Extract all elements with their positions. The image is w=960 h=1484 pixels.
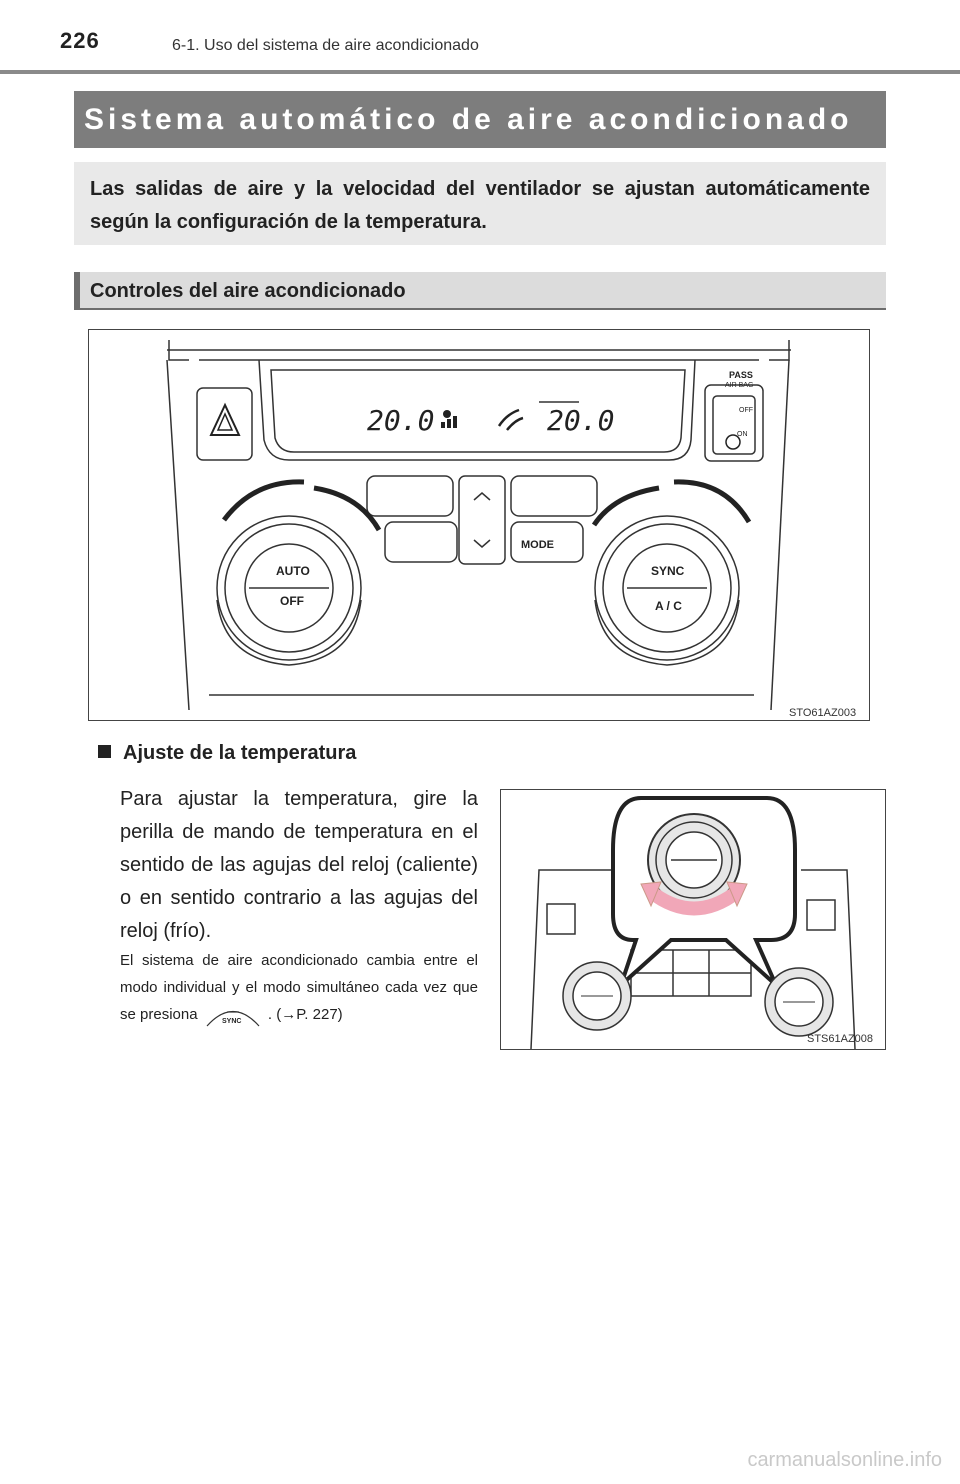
- airbag-off-label: OFF: [739, 407, 753, 414]
- rotation-arrow-icon: [640, 881, 748, 916]
- figure2-code: STS61AZ008: [807, 1033, 873, 1045]
- pass-label: PASS: [729, 370, 753, 380]
- knob-rotation-illustration: STS61AZ008: [530, 796, 873, 1050]
- auto-button-label[interactable]: AUTO: [276, 564, 310, 578]
- sync-note: El sistema de aire acondicionado cambia …: [120, 947, 478, 1028]
- fan-speed-icon: [441, 410, 457, 428]
- sync-note-reference: . (→P. 227): [267, 1006, 343, 1023]
- bullet-square-icon: [98, 745, 111, 758]
- sync-icon-label: SYNC: [222, 1018, 241, 1025]
- watermark: carmanualsonline.info: [747, 1449, 942, 1471]
- left-knob-small: [562, 961, 632, 1031]
- bullet-heading-text: Ajuste de la temperatura: [123, 742, 357, 764]
- figure1-code: STO61AZ003: [789, 707, 856, 719]
- fan-speed-rocker[interactable]: [458, 475, 506, 565]
- mode-button[interactable]: [510, 521, 584, 563]
- ac-button-label[interactable]: A / C: [655, 599, 682, 613]
- airflow-mode-icon: [497, 408, 524, 431]
- knob-rotation-figure: STS61AZ008: [500, 789, 886, 1050]
- section-header: 6-1. Uso del sistema de aire acondiciona…: [172, 37, 479, 54]
- sync-button-label[interactable]: SYNC: [651, 564, 685, 578]
- airbag-on-indicator-icon: [725, 434, 741, 450]
- climate-panel-figure: 20.0 20.0 PASS AIR BAG OFF ON MODE: [88, 329, 870, 721]
- sync-note-text: El sistema de aire acondicionado cambia …: [120, 952, 478, 1023]
- temp-left-display: 20.0: [367, 404, 434, 437]
- subsection-title: Controles del aire acondicionado: [74, 272, 886, 310]
- intro-box: Las salidas de aire y la velocidad del v…: [74, 162, 886, 245]
- off-button-label[interactable]: OFF: [280, 594, 304, 608]
- bullet-heading: Ajuste de la temperatura: [98, 742, 356, 765]
- airbag-on-label: ON: [737, 431, 748, 438]
- right-knob-small: [764, 967, 834, 1037]
- recirculation-button[interactable]: [384, 521, 458, 563]
- climate-panel-illustration: 20.0 20.0 PASS AIR BAG OFF ON MODE: [166, 340, 856, 719]
- temperature-instructions: Para ajustar la temperatura, gire la per…: [120, 788, 478, 942]
- page-number: 226: [60, 28, 100, 53]
- page-title: Sistema automático de aire acondicionado: [74, 91, 886, 148]
- temp-right-display: 20.0: [547, 404, 614, 437]
- header-rule: [0, 70, 960, 74]
- front-defrost-button[interactable]: [366, 475, 454, 517]
- rear-defrost-button[interactable]: [510, 475, 598, 517]
- right-temperature-knob[interactable]: [594, 515, 740, 666]
- sync-button-icon: SYNC: [205, 1003, 261, 1027]
- zoomed-temperature-knob: [647, 813, 741, 907]
- airbag-label: AIR BAG: [725, 382, 753, 389]
- left-temperature-knob[interactable]: [216, 515, 362, 666]
- mode-button-label: MODE: [521, 539, 554, 551]
